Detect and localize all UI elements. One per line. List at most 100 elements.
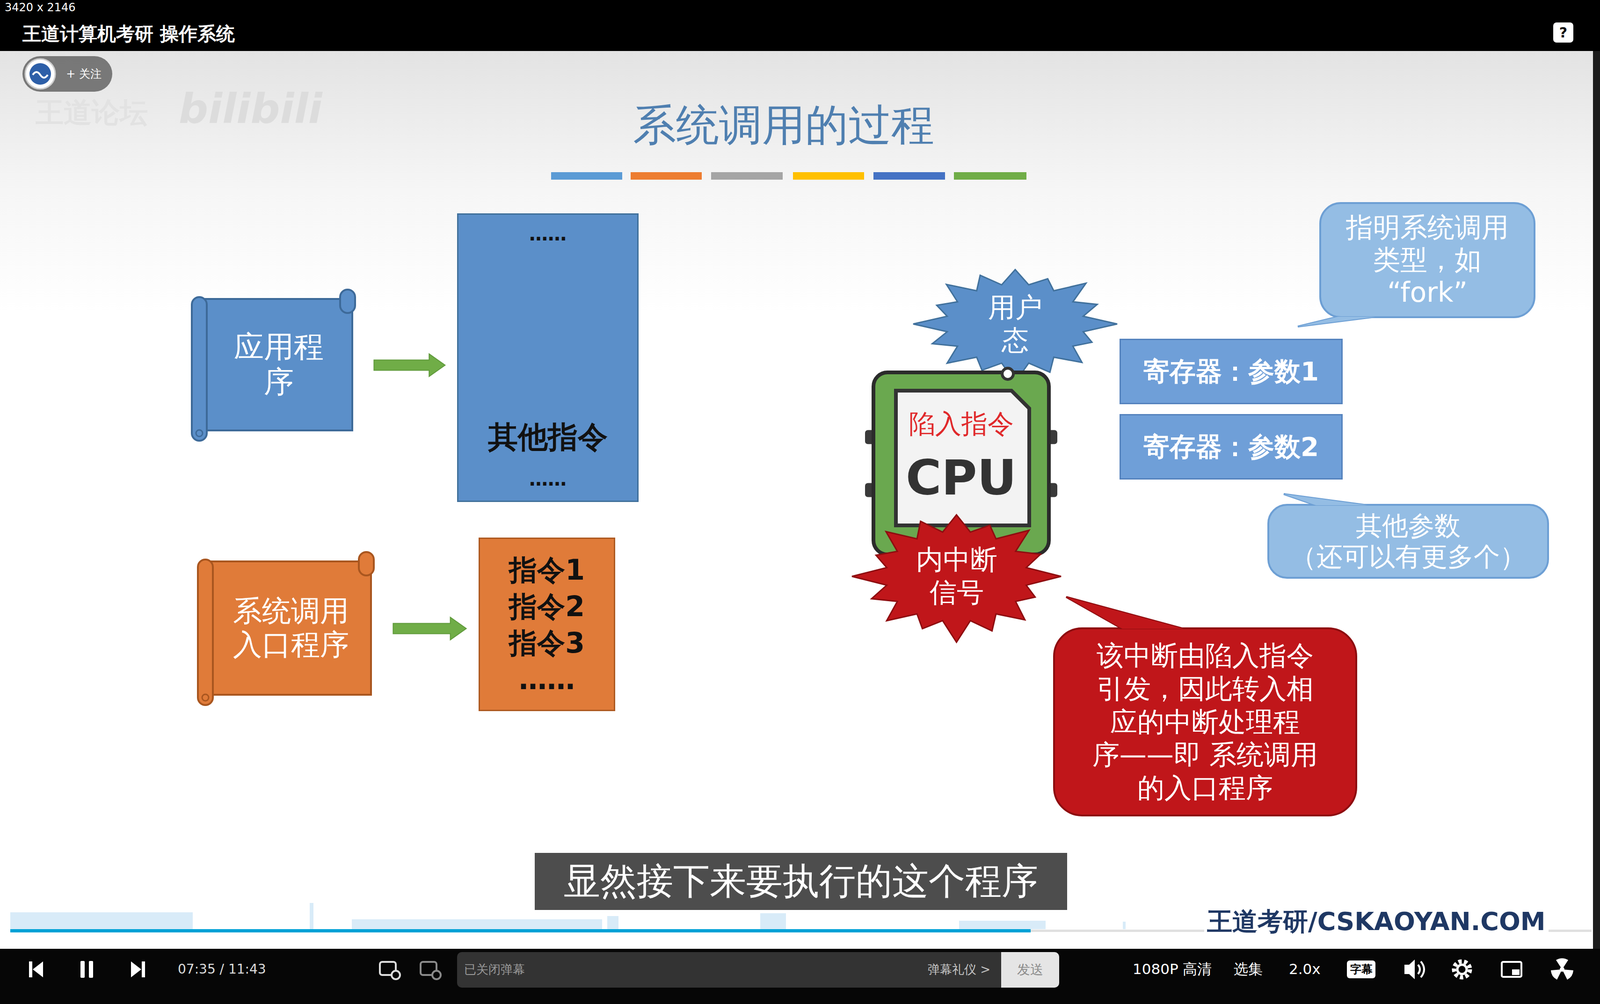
color-bar: [630, 172, 702, 180]
scroll-body: [204, 561, 371, 695]
text-line: + 关注: [65, 67, 102, 81]
node-text: ……: [529, 467, 567, 491]
text-line: 指明系统调用: [1345, 211, 1509, 245]
block-arrow: [373, 354, 445, 377]
node-text: + 关注: [65, 67, 102, 81]
volume-icon: [1404, 959, 1425, 980]
node-text: 其他参数 （还可以有更多个）: [1290, 510, 1527, 573]
instruction-block: …… 其他指令 ……: [457, 213, 639, 502]
text-line: 其他参数: [1290, 510, 1527, 542]
text-line: 发送: [1017, 961, 1044, 978]
next-icon: [130, 961, 142, 978]
prev-icon: [32, 961, 44, 978]
callout-tail: [1297, 316, 1376, 327]
text-line: “fork”: [1345, 276, 1509, 310]
quality-button: 1080P 高清: [1132, 960, 1212, 978]
slide-background: [0, 50, 1593, 949]
text-line: 其他指令: [487, 419, 608, 456]
scroll-curl: [196, 429, 203, 437]
text-line: （还可以有更多个）: [1290, 541, 1527, 573]
node-text: ……: [529, 222, 567, 246]
course-title: 王道计算机考研 操作系统: [22, 22, 235, 45]
node-text: 应用程 序: [233, 329, 324, 400]
block-arrow: [392, 617, 466, 640]
node-text: 其他指令: [487, 419, 608, 456]
text-line: 的入口程序: [1092, 771, 1318, 805]
episodes-button: 选集: [1233, 960, 1263, 978]
node-text: 指令1 指令2 指令3 ……: [509, 551, 585, 698]
density-block: [351, 919, 603, 930]
text-line: 指令1: [509, 551, 585, 589]
text-line: 陷入指令: [909, 407, 1014, 440]
settings-icon: [1457, 964, 1467, 975]
text-line: 态: [988, 324, 1043, 357]
pip-icon: [1512, 969, 1520, 975]
danmaku-icons: [379, 961, 441, 980]
color-bar: [711, 172, 783, 180]
site-mark: 王道考研/CSKAOYAN.COM: [1204, 906, 1549, 938]
scroll-curl: [340, 289, 356, 313]
node-text: 系统调用 入口程序: [232, 594, 350, 662]
player-icons: [29, 960, 146, 978]
watermark: 王道论坛: [35, 95, 148, 130]
title-color-bars: [551, 172, 1027, 180]
volume-icon: [1418, 964, 1420, 975]
slide-title: 系统调用的过程: [632, 99, 935, 152]
speed-button: 2.0x: [1288, 960, 1321, 978]
callout-bubble: 指明系统调用 类型，如 “fork”: [1319, 202, 1536, 319]
text-line: 类型，如: [1345, 243, 1509, 277]
text-line: 字幕: [1350, 962, 1373, 977]
node-text: 弹幕礼仪 >: [927, 962, 991, 977]
follow-pill: + 关注: [22, 56, 113, 92]
text-line: 信号: [916, 576, 998, 610]
progress-played: [10, 929, 1031, 933]
density-block: [760, 913, 786, 930]
next-icon: [141, 961, 146, 978]
text-line: 系统调用: [232, 594, 350, 628]
fullscreen-icon: [1559, 967, 1565, 972]
prev-icon: [29, 961, 33, 978]
register-box: 寄存器：参数2: [1119, 414, 1343, 480]
text-line: 应的中断处理程: [1092, 705, 1318, 739]
density-block: [959, 920, 1046, 930]
callout-bubble: 其他参数 （还可以有更多个）: [1267, 503, 1550, 579]
subtitle-toggle: 字幕: [1346, 960, 1376, 979]
text-line: 应用程: [233, 329, 324, 365]
help-icon: ?: [1553, 22, 1574, 43]
node-text: 寄存器：参数1: [1143, 355, 1319, 387]
danmaku-icon: [391, 970, 400, 980]
text-line: 已关闭弹幕: [464, 962, 525, 977]
callout-body: [1268, 504, 1549, 578]
top-bar: [0, 0, 1600, 51]
volume-icon: [1420, 961, 1425, 978]
entry-scroll: 系统调用 入口程序: [196, 551, 376, 706]
node-text: 该中断由陷入指令 引发，因此转入相 应的中断处理程 序——即 系统调用 的入口程…: [1092, 639, 1318, 805]
starburst: 用户 态: [913, 265, 1118, 383]
chip-die: [895, 390, 1030, 526]
starburst-outline: [913, 269, 1118, 383]
chip-notch: [1002, 368, 1014, 380]
node-text: 陷入指令: [909, 407, 1014, 440]
color-bar: [551, 172, 623, 180]
text-line: ……: [509, 661, 585, 698]
starburst-outline: [851, 515, 1062, 643]
pip-icon: [1501, 961, 1522, 977]
subtitle-box: 显然接下来要执行的这个程序: [534, 852, 1068, 910]
scroll-curl: [358, 552, 374, 576]
color-bar: [873, 172, 946, 180]
text-line: 寄存器：参数2: [1143, 430, 1319, 463]
pause-icon: [80, 960, 85, 978]
node-text: 显然接下来要执行的这个程序: [563, 859, 1039, 904]
text-line: 弹幕礼仪 >: [927, 962, 991, 977]
color-bar: [953, 172, 1027, 180]
color-bar: [792, 172, 865, 180]
text-line: ?: [1559, 24, 1568, 42]
logo-wave: [32, 72, 48, 78]
callout-tail: [1066, 596, 1184, 629]
density-block: [309, 902, 314, 930]
scroll-body: [198, 298, 353, 431]
text-line: 入口程序: [232, 627, 350, 662]
logo-core: [29, 63, 51, 85]
text-line: 序: [233, 364, 324, 400]
text-line: 用户: [988, 291, 1043, 325]
